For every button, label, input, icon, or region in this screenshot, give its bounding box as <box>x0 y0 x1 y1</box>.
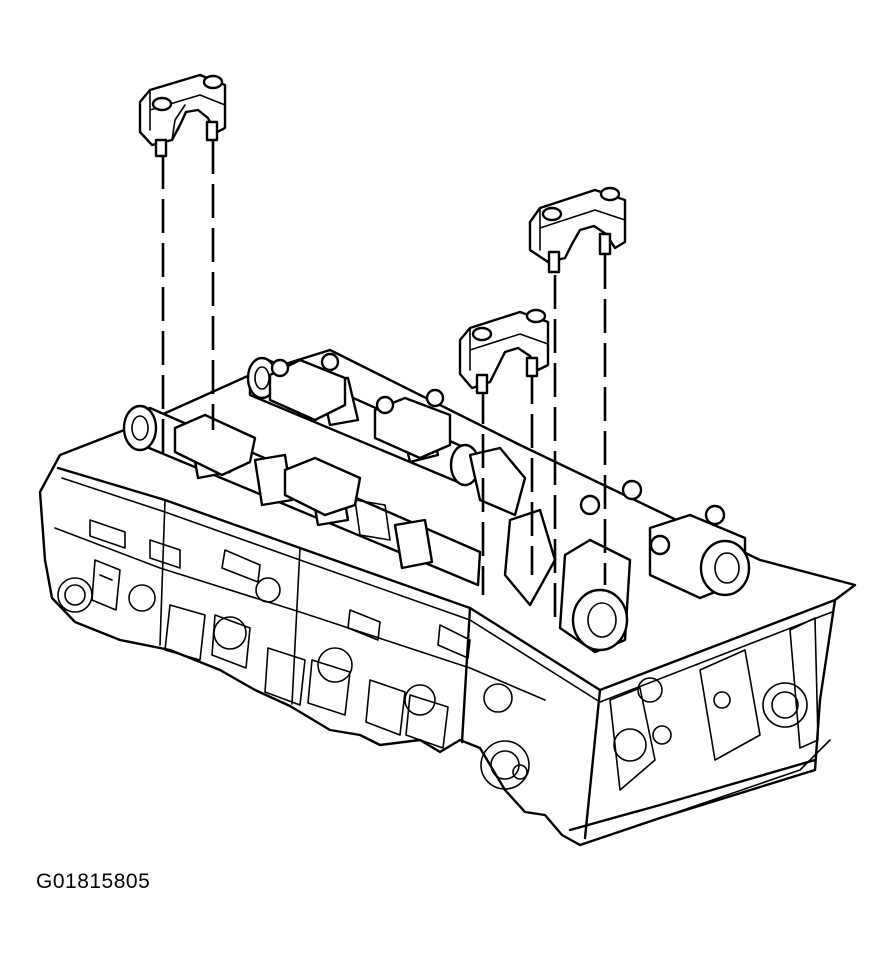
installed-bearing-caps <box>173 352 452 517</box>
alignment-lines <box>161 140 607 625</box>
figure-code: G01815805 <box>36 870 151 893</box>
cam-end-seals <box>468 446 751 654</box>
bearing-cap-left <box>138 73 227 158</box>
bearing-cap-middle <box>458 308 550 395</box>
bearing-cap-right <box>528 186 627 274</box>
port-openings <box>91 559 449 749</box>
